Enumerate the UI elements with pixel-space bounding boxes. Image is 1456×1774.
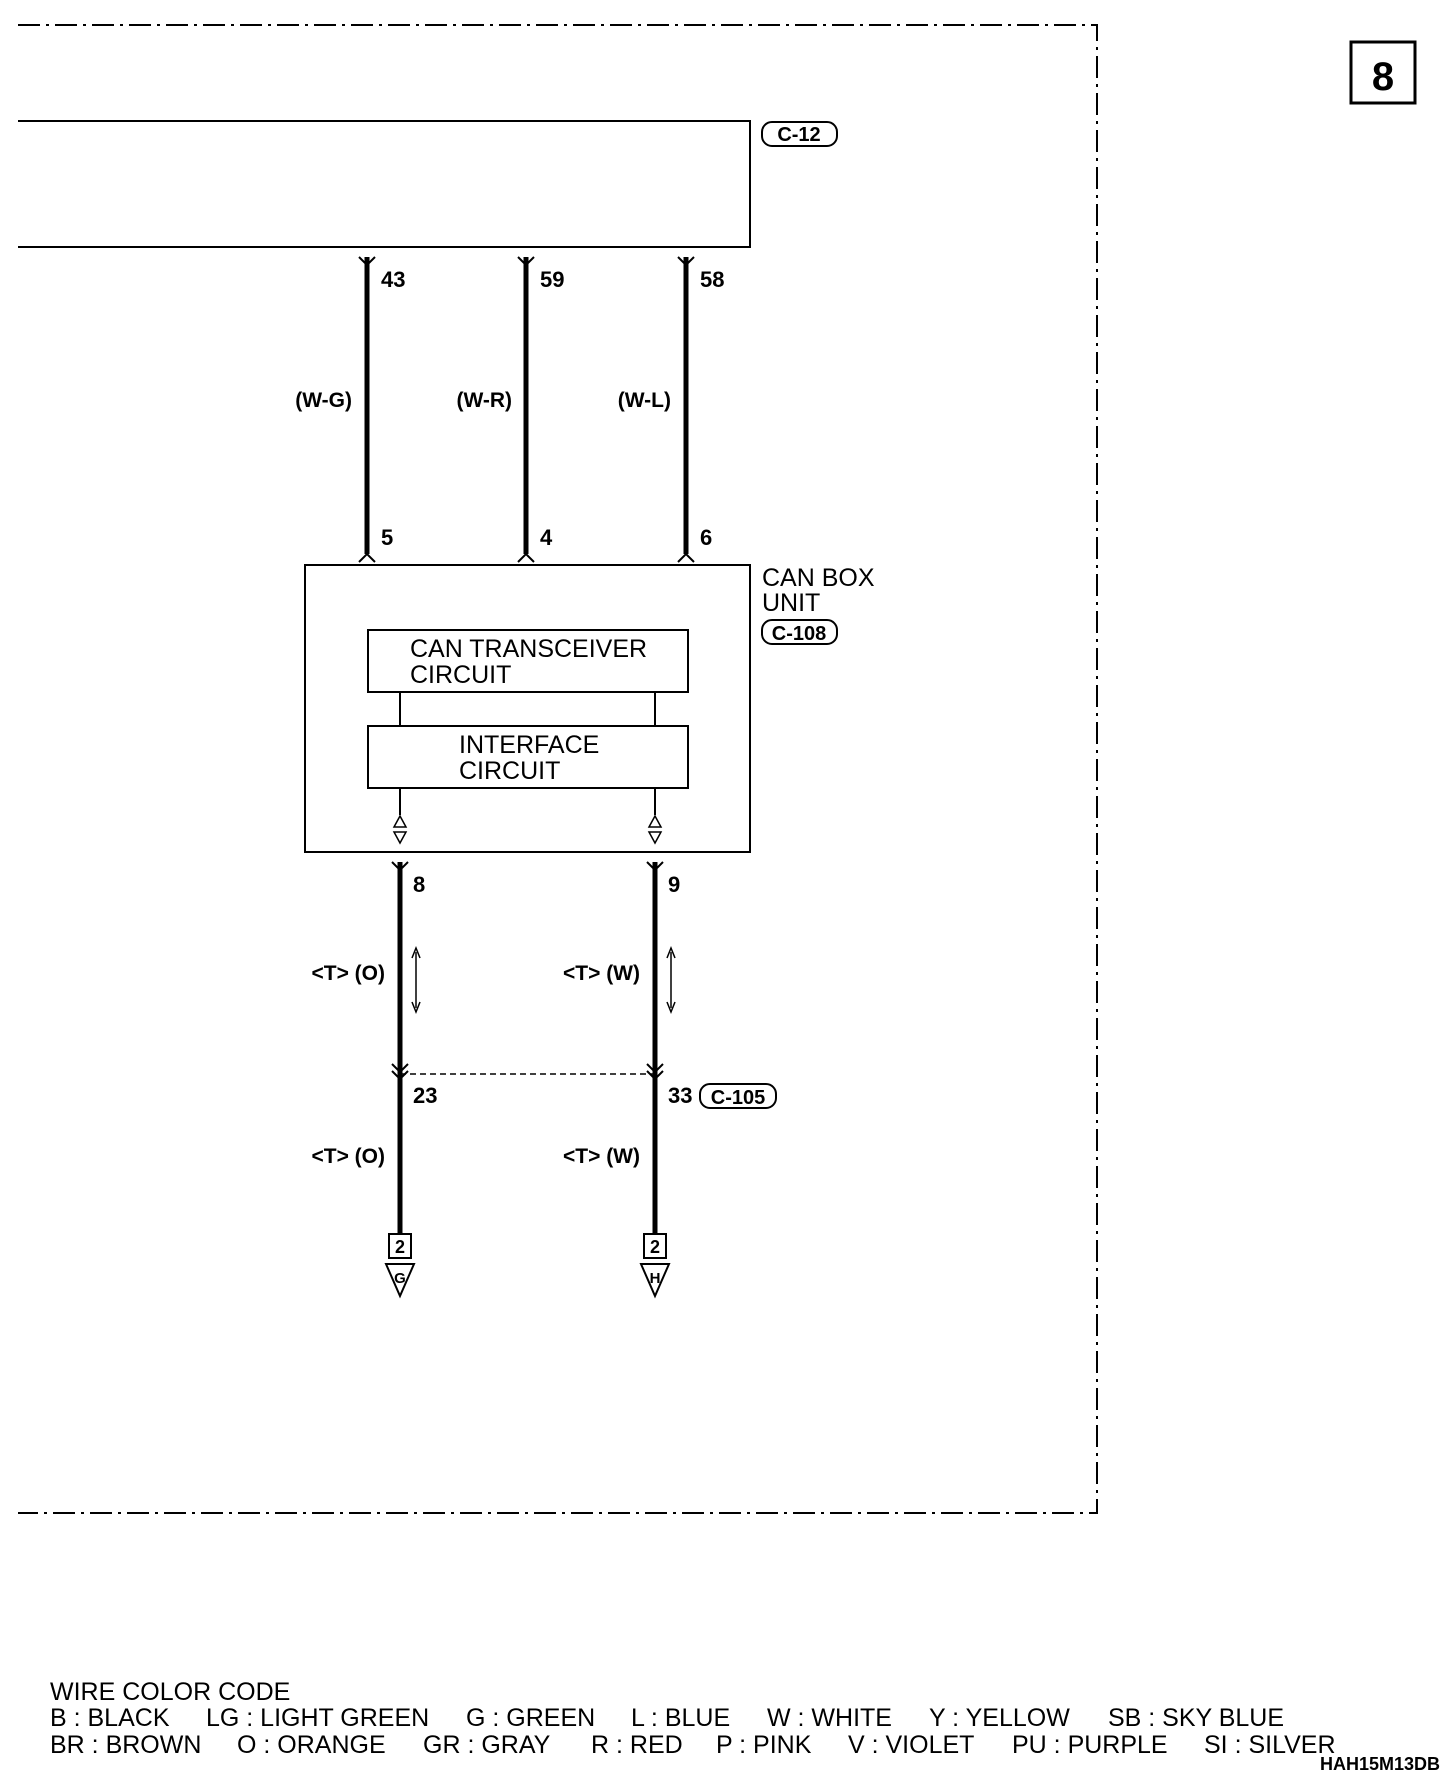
ground-terminal-icon [384, 1263, 416, 1299]
wire-pin-4: 4 [540, 525, 553, 550]
terminal-number: 2 [395, 1237, 405, 1257]
wire-color-label: <T> (O) [311, 1145, 385, 1168]
wire-color-label: (W-R) [456, 389, 512, 412]
terminal-number-box [643, 1233, 667, 1259]
terminal-letter: G [394, 1270, 406, 1287]
upper-wire-3: 58 (W-L) 6 [618, 256, 724, 563]
legend-row-1: B : BLACK LG : LIGHT GREEN G : GREEN L :… [50, 1704, 1284, 1732]
diagram-frame [18, 24, 1098, 1514]
transceiver-label-line2: CIRCUIT [410, 661, 511, 689]
can-box-title-line2: UNIT [762, 589, 820, 617]
c12-connector-badge [761, 121, 838, 147]
c108-connector-label: C-108 [772, 623, 826, 645]
can-box-title-line1: CAN BOX [762, 564, 875, 592]
wire-pin-23: 23 [413, 1083, 437, 1108]
can-transceiver-circuit [367, 629, 689, 693]
wire-pin-5: 5 [381, 525, 393, 550]
interface-label-line1: INTERFACE [459, 731, 599, 759]
page-number-box [1349, 40, 1417, 105]
interface-label-line2: CIRCUIT [459, 757, 560, 785]
legend-row-2: BR : BROWN O : ORANGE GR : GRAY R : RED … [50, 1731, 1336, 1759]
lower-wire-2: 9 <T> (W) 33 <T> (W) 2 H [563, 861, 692, 1299]
legend-title: WIRE COLOR CODE [50, 1678, 290, 1706]
wire-color-label: (W-L) [618, 389, 671, 412]
terminal-number-box [388, 1233, 412, 1259]
wire-color-label: <T> (W) [563, 962, 640, 985]
wire-color-legend: WIRE COLOR CODE B : BLACK LG : LIGHT GRE… [50, 1678, 1336, 1759]
c105-connector-badge [699, 1083, 777, 1109]
diagram-code: HAH15M13DB [1320, 1754, 1440, 1774]
c12-component-box [18, 120, 751, 248]
ground-terminal-icon [639, 1263, 671, 1299]
terminal-number: 2 [650, 1237, 660, 1257]
internal-signal-left [392, 788, 408, 845]
transceiver-label-line1: CAN TRANSCEIVER [410, 635, 647, 663]
wire-pin-8: 8 [413, 872, 425, 897]
upper-wire-1: 43 (W-G) 5 [295, 256, 405, 563]
wire-pin-9: 9 [668, 872, 680, 897]
wire-color-label: (W-G) [295, 389, 352, 412]
upper-wire-2: 59 (W-R) 4 [456, 256, 564, 563]
wire-color-label: <T> (O) [311, 962, 385, 985]
bidirectional-arrow-icon [666, 945, 676, 1015]
c108-connector-badge [761, 619, 838, 645]
wire-pin-6: 6 [700, 525, 712, 550]
can-box-unit [304, 564, 751, 853]
interface-circuit [367, 725, 689, 789]
wire-color-label: <T> (W) [563, 1145, 640, 1168]
lower-wire-1: 8 <T> (O) 23 <T> (O) 2 G [311, 861, 437, 1299]
terminal-letter: H [650, 1270, 661, 1287]
internal-signal-right [647, 788, 663, 845]
page-number: 8 [1372, 55, 1394, 99]
wire-pin-58: 58 [700, 267, 724, 292]
wire-pin-43: 43 [381, 267, 405, 292]
c12-connector-label: C-12 [777, 124, 820, 146]
wire-pin-59: 59 [540, 267, 564, 292]
wire-pin-33: 33 [668, 1083, 692, 1108]
c105-connector-label: C-105 [711, 1087, 765, 1109]
bidirectional-arrow-icon [411, 945, 421, 1015]
